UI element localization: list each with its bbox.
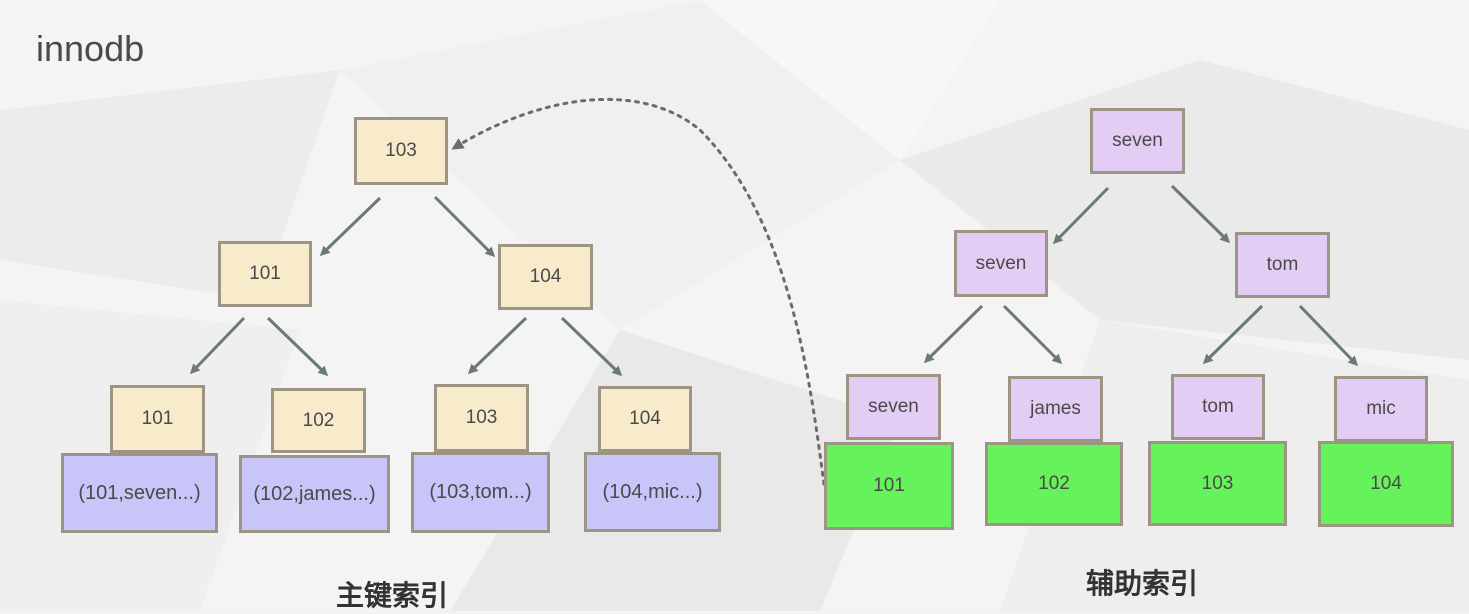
pk-leaf-row-101: (101,seven...) [61, 453, 218, 533]
pk-leaf-row-102: (102,james...) [239, 455, 390, 533]
sec-edge-seven-right [1002, 304, 1063, 365]
pk-edge-101-left [189, 316, 246, 375]
sec-edge-root-left [1052, 186, 1110, 245]
sec-edge-root-right [1170, 184, 1231, 244]
sec-leaf-pk-103: 103 [1148, 441, 1287, 526]
sec-leaf-key-tom: tom [1171, 374, 1265, 440]
primary-index-caption: 主键索引 [336, 579, 449, 612]
pk-leaf-key-101: 101 [110, 385, 205, 453]
sec-leaf-pk-104: 104 [1318, 441, 1454, 527]
sec-edge-seven-left [923, 304, 984, 364]
sec-leaf-pk-102: 102 [985, 442, 1123, 526]
pk-node-101: 101 [218, 241, 312, 307]
sec-edge-tom-right [1298, 304, 1359, 367]
pk-leaf-row-104: (104,mic...) [584, 452, 721, 532]
sec-leaf-key-james: james [1008, 376, 1103, 442]
sec-leaf-key-seven: seven [846, 374, 941, 440]
sec-leaf-key-mic: mic [1334, 376, 1428, 442]
pk-leaf-key-104: 104 [598, 386, 692, 452]
pk-edge-104-right [560, 316, 623, 377]
secondary-index-caption: 辅助索引 [1086, 567, 1199, 600]
sec-node-seven: seven [954, 230, 1048, 297]
page-title: innodb [36, 28, 145, 69]
sec-leaf-pk-101: 101 [824, 442, 954, 530]
pk-edge-104-left [467, 316, 528, 375]
pk-leaf-key-103: 103 [434, 384, 529, 452]
lookup-dotted-arrow [451, 97, 826, 486]
pk-leaf-key-102: 102 [271, 388, 366, 453]
sec-root-node: seven [1090, 108, 1185, 174]
pk-edge-101-right [266, 316, 329, 377]
pk-edge-root-right [433, 195, 496, 258]
pk-node-104: 104 [498, 244, 593, 310]
pk-root-node: 103 [354, 117, 448, 185]
pk-edge-root-left [319, 196, 382, 257]
sec-node-tom: tom [1235, 232, 1330, 298]
pk-leaf-row-103: (103,tom...) [411, 452, 550, 533]
sec-edge-tom-left [1202, 304, 1264, 365]
